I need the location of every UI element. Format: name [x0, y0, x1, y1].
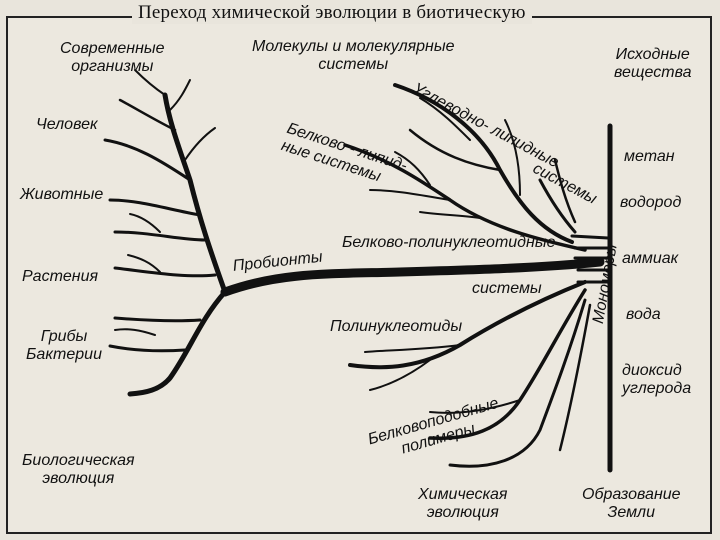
label-animals: Животные [20, 186, 104, 203]
label-polynucleotides: Полинуклеотиды [330, 318, 463, 335]
label-human: Человек [36, 116, 98, 133]
label-protein-polynuc: Белково-полинуклеотидные [342, 234, 556, 251]
substance-hydrogen: водород [620, 194, 682, 211]
label-systems: системы [472, 280, 542, 297]
trunk-upper-left [162, 92, 228, 295]
main-trunk [220, 257, 605, 297]
substance-water: вода [626, 306, 661, 323]
substance-methane: метан [624, 148, 675, 165]
diagram-title: Переход химической эволюции в биотическу… [132, 2, 532, 24]
trunk-lower-left [127, 289, 228, 397]
substance-ammonia: аммиак [622, 250, 679, 267]
label-plants: Растения [22, 268, 99, 285]
